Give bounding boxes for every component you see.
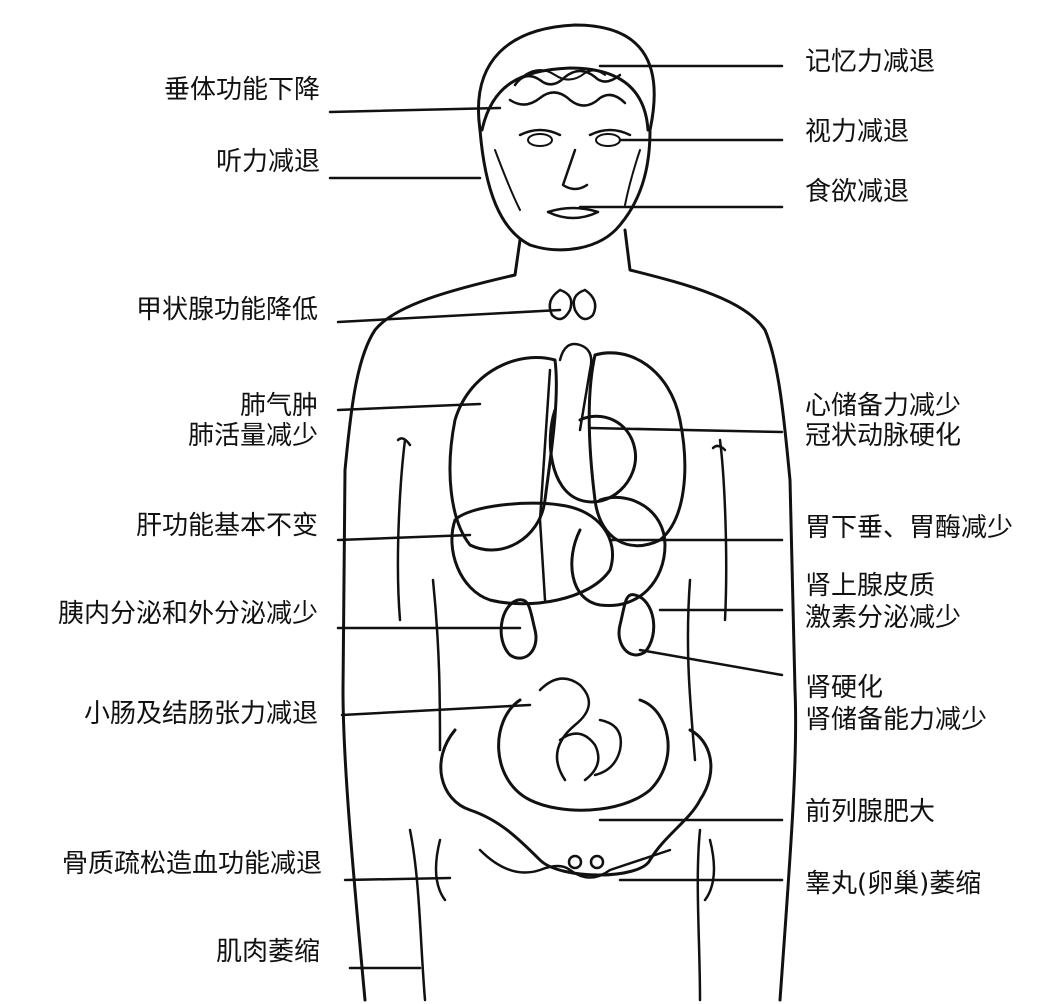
label-osteoporosis: 骨质疏松造血功能减退 bbox=[62, 848, 322, 880]
label-memory: 记忆力减退 bbox=[805, 46, 935, 78]
label-prostate: 前列腺肥大 bbox=[805, 796, 935, 828]
label-appetite: 食欲减退 bbox=[805, 176, 909, 208]
label-pituitary: 垂体功能下降 bbox=[164, 74, 320, 106]
intestines-drawing bbox=[499, 679, 668, 811]
liver-stomach-drawing bbox=[452, 497, 665, 605]
label-liver: 肝功能基本不变 bbox=[136, 510, 318, 542]
lungs-drawing bbox=[450, 353, 685, 550]
label-emphysema: 肺气肿 bbox=[240, 390, 318, 422]
pelvis-drawing bbox=[436, 730, 714, 900]
label-gonad: 睾丸(卵巢)萎缩 bbox=[805, 868, 981, 900]
label-intestine: 小肠及结肠张力减退 bbox=[84, 698, 318, 730]
label-lung-capacity: 肺活量减少 bbox=[188, 420, 318, 452]
head-drawing bbox=[478, 25, 654, 250]
label-hormone: 激素分泌减少 bbox=[805, 602, 961, 634]
label-vision: 视力减退 bbox=[805, 116, 909, 148]
label-adrenal: 肾上腺皮质 bbox=[805, 570, 935, 602]
thyroid-drawing bbox=[550, 290, 595, 319]
right-leader-lines bbox=[580, 66, 782, 880]
label-pancreas: 胰内分泌和外分泌减少 bbox=[58, 598, 318, 630]
label-hearing: 听力减退 bbox=[216, 146, 320, 178]
label-heart-reserve: 心储备力减少 bbox=[805, 390, 961, 422]
label-thyroid: 甲状腺功能降低 bbox=[136, 294, 318, 326]
label-muscle: 肌肉萎缩 bbox=[216, 936, 320, 968]
heart-drawing bbox=[540, 344, 636, 600]
label-nephrosclerosis: 肾硬化 bbox=[805, 672, 883, 704]
label-stomach: 胃下垂、胃酶减少 bbox=[805, 512, 1013, 544]
label-coronary: 冠状动脉硬化 bbox=[805, 420, 961, 452]
label-kidney-reserve: 肾储备能力减少 bbox=[805, 704, 987, 736]
